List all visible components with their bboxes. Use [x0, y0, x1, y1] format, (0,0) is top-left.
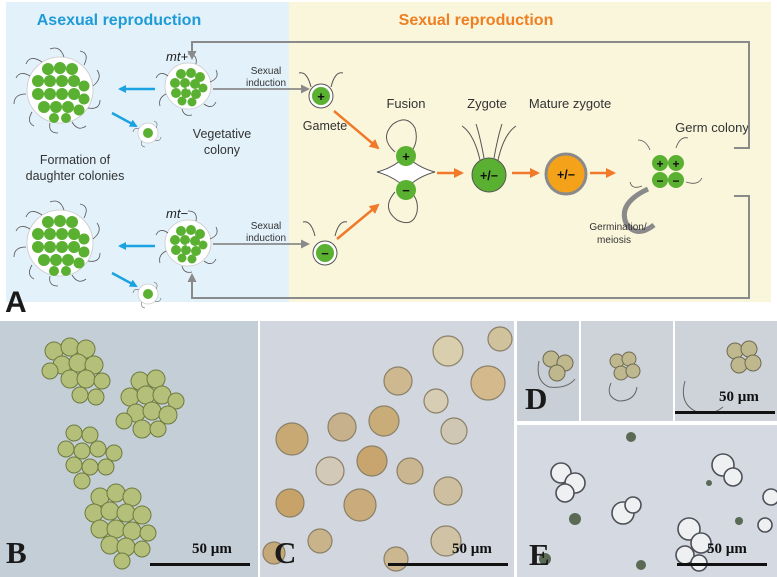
induction-bottom-line2: induction	[246, 233, 286, 244]
germ-cell-plus-2: +	[672, 157, 679, 171]
panel-letter-d: D	[525, 381, 548, 416]
germ-cell-plus-1: +	[656, 157, 663, 171]
panel-letter-e: E	[529, 537, 550, 572]
scale-label-c: 50 µm	[452, 541, 492, 557]
photo-e: E 50 µm	[517, 425, 777, 577]
induction-top-line2: induction	[246, 78, 286, 89]
germ-colony	[621, 137, 703, 234]
fusion-cells	[376, 119, 436, 224]
germination-line1: Germination/	[589, 222, 646, 233]
scale-bar-d	[675, 411, 775, 414]
gamete-minus	[302, 221, 348, 266]
scale-bar-c	[388, 563, 508, 566]
formation-label-line2: daughter colonies	[26, 169, 125, 183]
zygote-label: Zygote	[467, 96, 507, 111]
scale-label-d: 50 µm	[719, 389, 759, 405]
return-arrow-plus	[187, 41, 750, 149]
induction-top-line1: Sexual	[251, 66, 282, 77]
photo-b-colonies	[41, 337, 185, 570]
gamete-label: Gamete	[303, 119, 348, 133]
panel-letter-c: C	[274, 535, 297, 570]
mt-minus-label: mt−	[166, 206, 188, 221]
photo-e-colonies	[539, 432, 777, 572]
vegetative-label-line1: Vegetative	[193, 127, 251, 141]
mature-zygote-sign: +/−	[557, 168, 575, 182]
daughter-arrow-bottom	[111, 271, 138, 288]
zygote-sign: +/−	[480, 169, 498, 183]
asexual-title: Asexual reproduction	[37, 12, 201, 29]
germ-cell-minus-1: −	[656, 174, 663, 188]
scale-label-b: 50 µm	[192, 541, 232, 557]
gamete-plus	[298, 72, 344, 109]
photo-b: B 50 µm	[0, 321, 258, 577]
fusion-label: Fusion	[386, 96, 425, 111]
daughter-arrow-top	[111, 111, 138, 128]
scale-bar-e	[677, 563, 767, 566]
mature-zygote	[544, 152, 588, 196]
photo-c-zygotes	[262, 326, 513, 572]
photo-d-germination	[537, 340, 762, 414]
zygote	[461, 123, 517, 193]
germ-colony-label: Germ colony	[675, 120, 749, 135]
gamete-minus-sign: −	[321, 246, 329, 261]
life-cycle-diagram: Asexual reproduction Sexual reproduction…	[5, 2, 771, 319]
vegetative-label-line2: colony	[204, 143, 241, 157]
photo-d: D 50 µm	[517, 321, 777, 421]
germ-cell-minus-2: −	[672, 174, 679, 188]
germination-line2: meiosis	[597, 235, 631, 246]
scale-bar-b	[150, 563, 250, 566]
gamete-plus-sign: +	[317, 89, 325, 104]
gamete-plus-to-fusion-arrow	[333, 110, 380, 150]
mt-plus-label: mt+	[166, 49, 188, 64]
induction-bottom-line1: Sexual	[251, 221, 282, 232]
formation-label-line1: Formation of	[40, 153, 111, 167]
photo-c: C 50 µm	[260, 321, 514, 577]
return-arrow-minus	[187, 195, 750, 299]
fusion-plus-sign: +	[402, 149, 410, 164]
scale-label-e: 50 µm	[707, 541, 747, 557]
panel-letter-a: A	[5, 286, 27, 319]
mature-zygote-label: Mature zygote	[529, 96, 611, 111]
sexual-title: Sexual reproduction	[399, 12, 554, 29]
sexual-panel-background	[289, 2, 771, 302]
gamete-minus-to-fusion-arrow	[336, 203, 380, 240]
fusion-minus-sign: −	[402, 183, 410, 198]
panel-letter-b: B	[6, 535, 27, 570]
